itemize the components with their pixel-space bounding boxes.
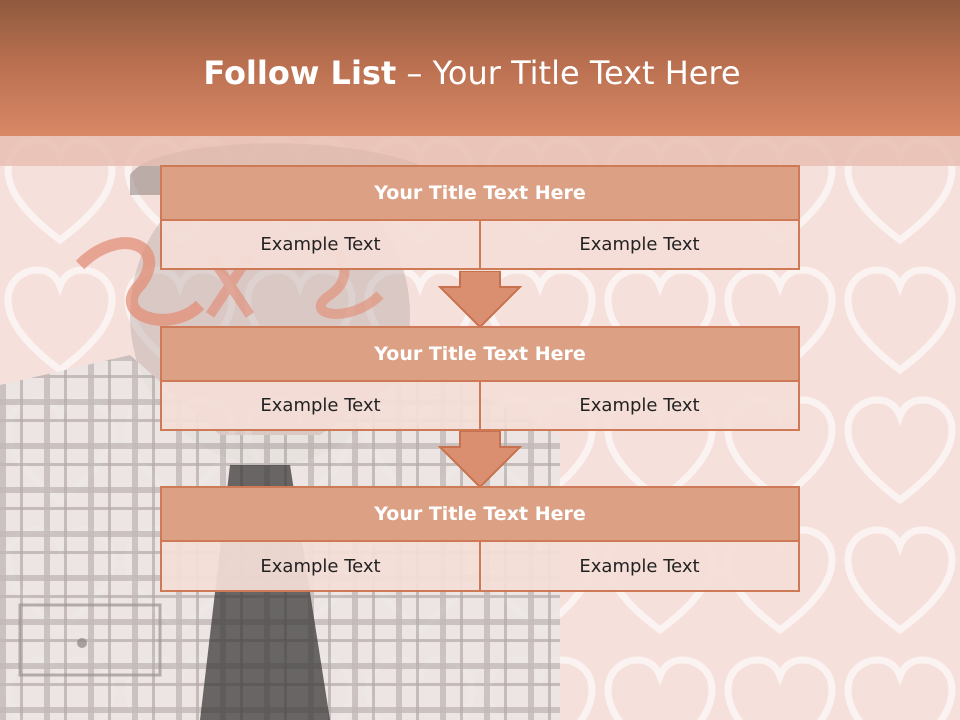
- slide-title-bold: Follow List: [203, 54, 397, 92]
- block-title[interactable]: Your Title Text Here: [160, 486, 800, 542]
- block-cell-left[interactable]: Example Text: [160, 542, 481, 592]
- block-row: Example Text Example Text: [160, 221, 800, 270]
- list-block-1[interactable]: Your Title Text Here Example Text Exampl…: [160, 165, 800, 270]
- down-arrow-icon: [438, 271, 522, 329]
- block-cell-left[interactable]: Example Text: [160, 382, 481, 431]
- block-cell-right[interactable]: Example Text: [481, 221, 800, 270]
- title-banner-stripe: [0, 136, 960, 166]
- block-cell-left[interactable]: Example Text: [160, 221, 481, 270]
- block-row: Example Text Example Text: [160, 542, 800, 592]
- title-banner: [0, 0, 960, 136]
- list-block-3[interactable]: Your Title Text Here Example Text Exampl…: [160, 486, 800, 592]
- block-title[interactable]: Your Title Text Here: [160, 165, 800, 221]
- block-title[interactable]: Your Title Text Here: [160, 326, 800, 382]
- block-row: Example Text Example Text: [160, 382, 800, 431]
- list-block-2[interactable]: Your Title Text Here Example Text Exampl…: [160, 326, 800, 431]
- slide-title-rest: – Your Title Text Here: [406, 54, 741, 92]
- down-arrow-icon: [438, 431, 522, 489]
- slide-title[interactable]: Follow List – Your Title Text Here: [0, 54, 944, 92]
- block-cell-right[interactable]: Example Text: [481, 382, 800, 431]
- block-cell-right[interactable]: Example Text: [481, 542, 800, 592]
